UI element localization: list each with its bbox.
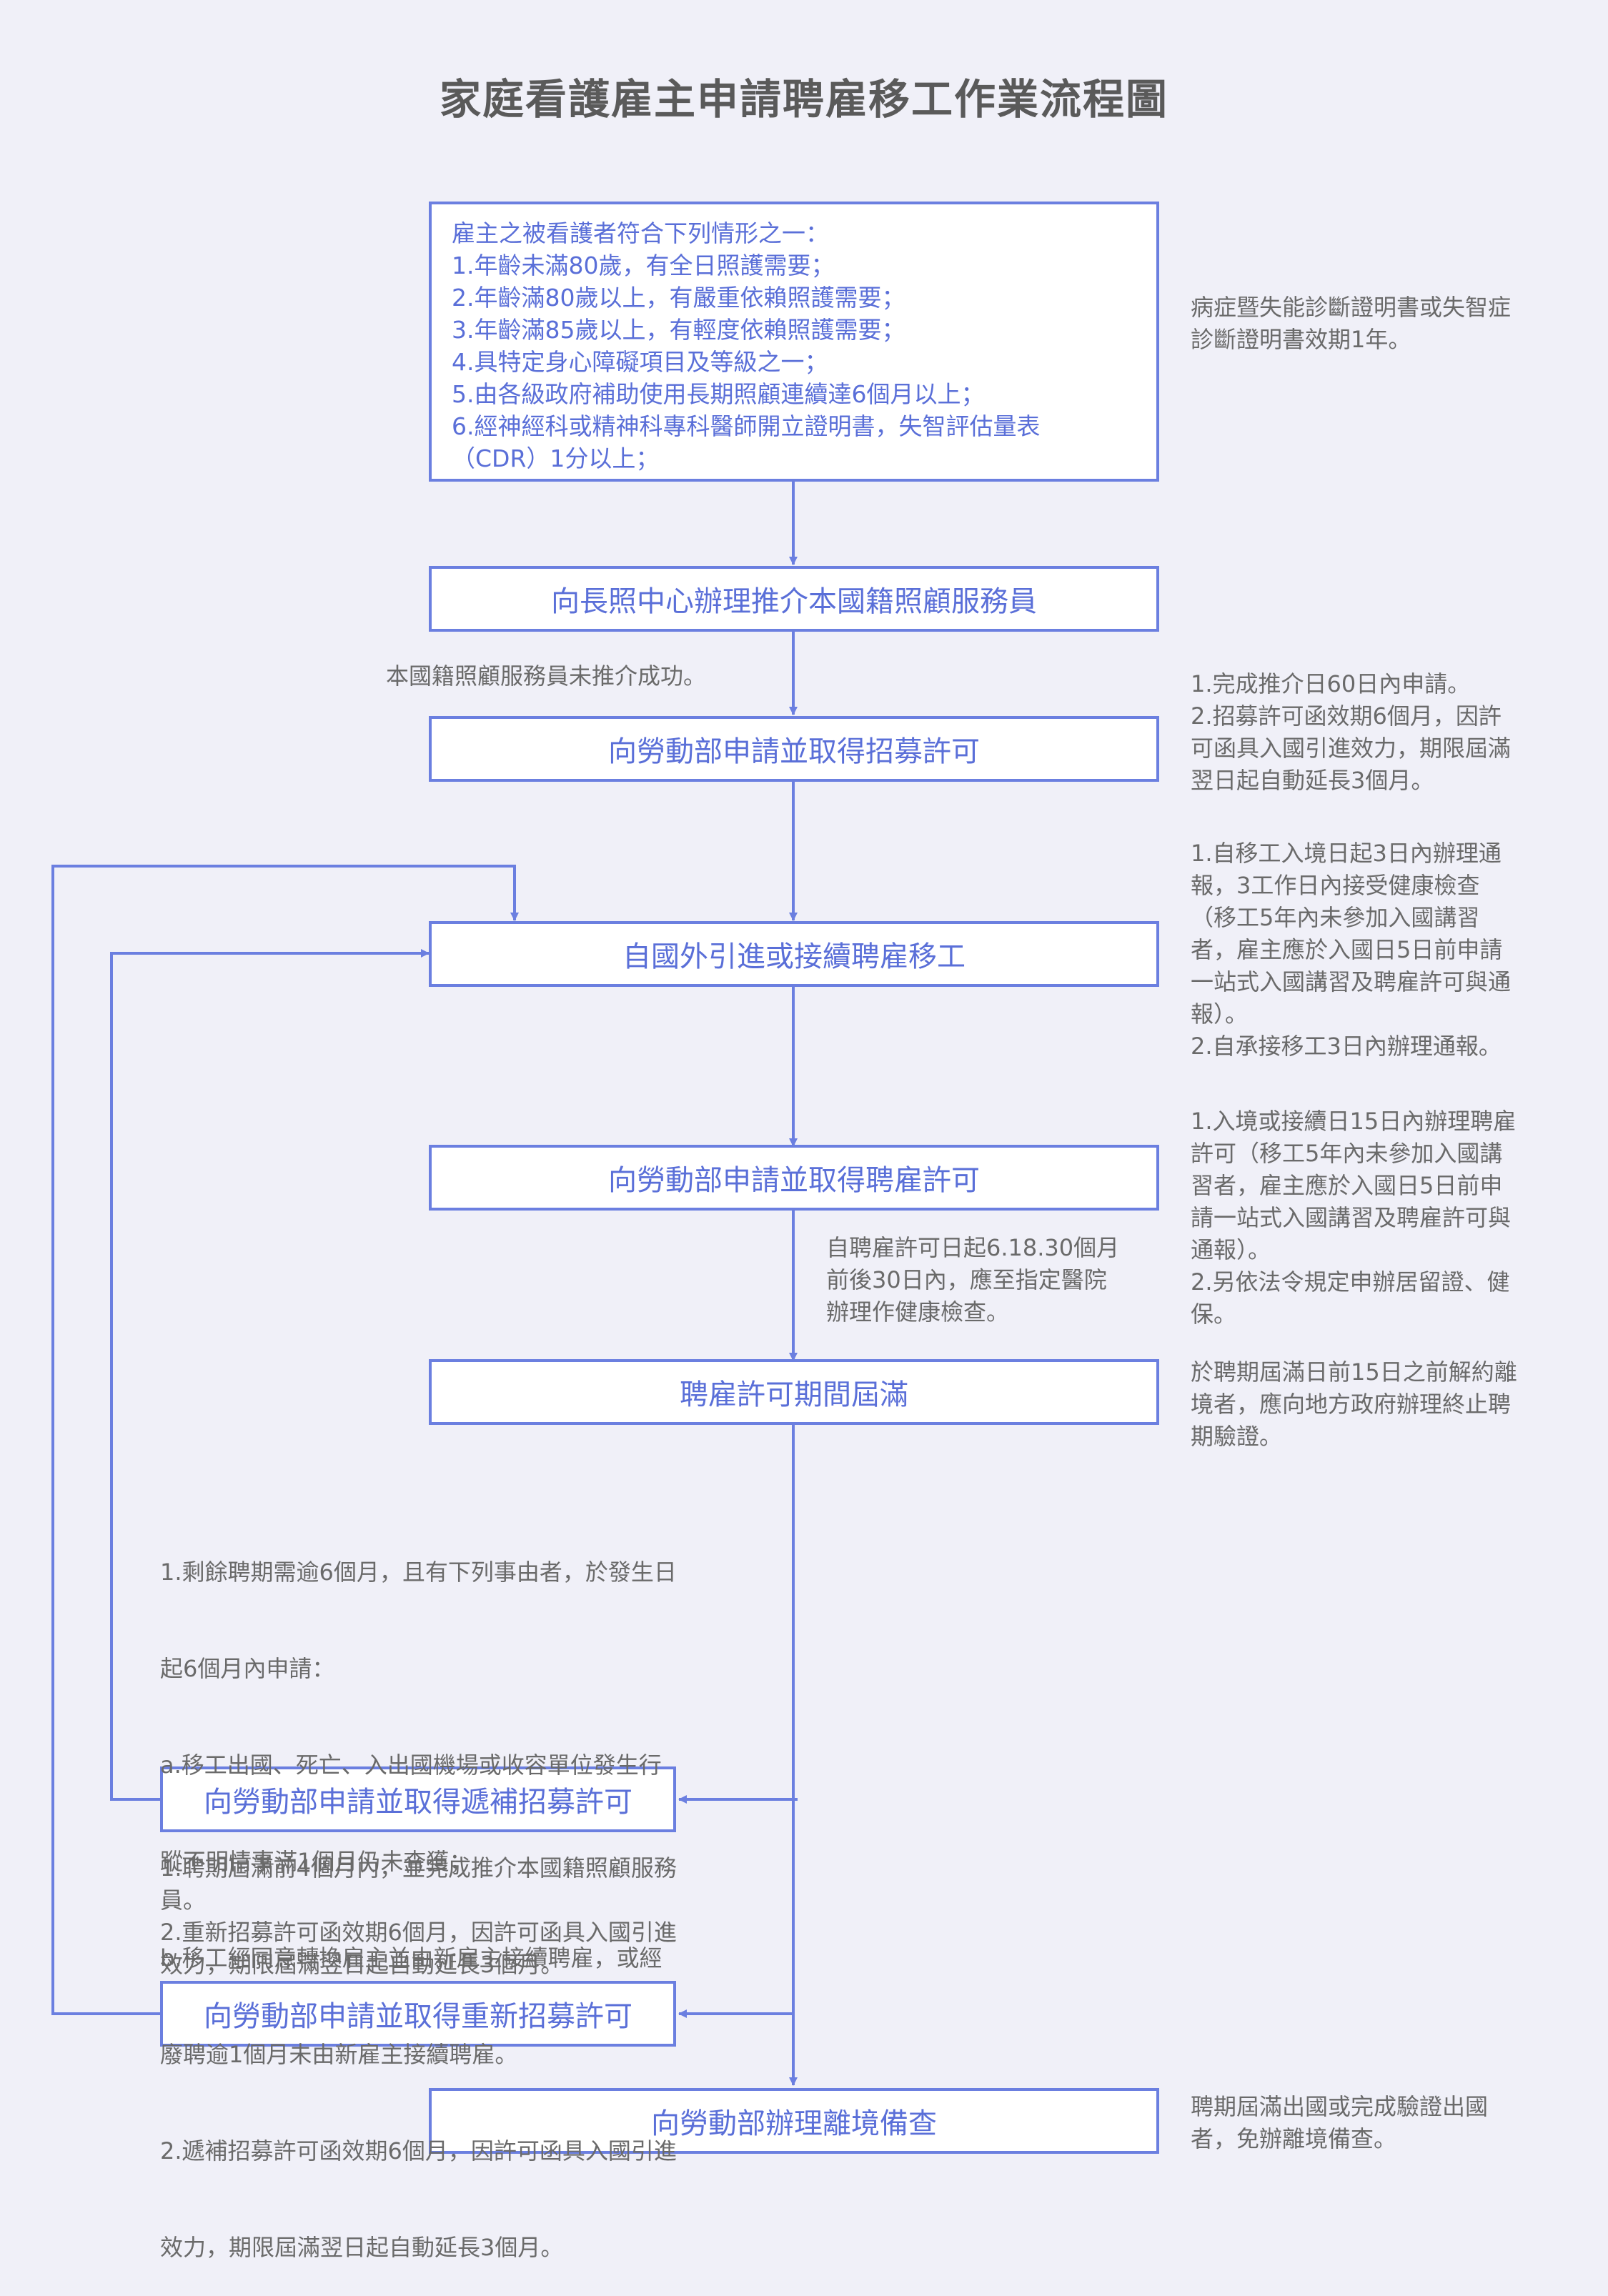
condition-line: 3.年齡滿85歲以上，有輕度依賴照護需要； xyxy=(452,316,905,344)
step-rerecruit-permit: 向勞動部申請並取得重新招募許可 xyxy=(160,1981,676,2047)
condition-line: 4.具特定身心障礙項目及等級之一； xyxy=(452,348,828,376)
step-replace-recruit-permit: 向勞動部申請並取得遞補招募許可 xyxy=(160,1766,676,1832)
condition-line: 2.年齡滿80歲以上，有嚴重依賴照護需要； xyxy=(452,284,905,312)
note-import: 1.自移工入境日起3日內辦理通 報，3工作日內接受健康檢查 （移工5年內未參加入… xyxy=(1191,840,1512,1060)
note-not-recommended: 本國籍照顧服務員未推介成功。 xyxy=(386,662,707,690)
step-recommend-caregiver: 向長照中心辦理推介本國籍照顧服務員 xyxy=(429,566,1159,632)
eligibility-condition-box: 雇主之被看護者符合下列情形之一： 1.年齡未滿80歲，有全日照護需要； 2.年齡… xyxy=(429,202,1159,482)
loop-rerecruit-to-import xyxy=(51,865,519,2015)
condition-line: 1.年齡未滿80歲，有全日照護需要； xyxy=(452,252,835,279)
note-expire: 於聘期屆滿日前15日之前解約離 境者，應向地方政府辦理終止聘 期驗證。 xyxy=(1191,1358,1517,1450)
step-recruit-permit: 向勞動部申請並取得招募許可 xyxy=(429,716,1159,782)
flow-connectors xyxy=(51,482,798,2086)
note-recruit: 1.完成推介日60日內申請。 2.招募許可函效期6個月，因許 可函具入國引進效力… xyxy=(1191,670,1512,794)
note-certificate: 病症暨失能診斷證明書或失智症 診斷證明書效期1年。 xyxy=(1191,294,1512,353)
note-employ: 1.入境或接續日15日內辦理聘雇 許可（移工5年內未參加入國講 習者，雇主應於入… xyxy=(1191,1108,1517,1328)
page-title: 家庭看護雇主申請聘雇移工作業流程圖 xyxy=(439,75,1168,124)
step-permit-expire: 聘雇許可期間屆滿 xyxy=(429,1359,1159,1425)
step-employ-permit: 向勞動部申請並取得聘雇許可 xyxy=(429,1145,1159,1211)
condition-line: （CDR）1分以上； xyxy=(452,444,660,472)
step-import-worker: 自國外引進或接續聘雇移工 xyxy=(429,921,1159,987)
note-departure: 聘期屆滿出國或完成驗證出國 者，免辦離境備查。 xyxy=(1191,2093,1489,2152)
condition-line: 雇主之被看護者符合下列情形之一： xyxy=(452,219,829,247)
note-health-check: 自聘雇許可日起6.18.30個月 前後30日內，應至指定醫院 辦理作健康檢查。 xyxy=(826,1234,1120,1326)
condition-line: 6.經神經科或精神科專科醫師開立證明書，失智評估量表 xyxy=(452,412,1041,440)
step-departure-record: 向勞動部辦理離境備查 xyxy=(429,2088,1159,2154)
loop-replace-to-import xyxy=(110,949,430,1801)
note-rerecruit: 1.聘期屆滿前4個月內，並完成推介本國籍照顧服務 員。 2.重新招募許可函效期6… xyxy=(160,1854,677,1978)
condition-line: 5.由各級政府補助使用長期照顧連續達6個月以上； xyxy=(452,380,985,408)
